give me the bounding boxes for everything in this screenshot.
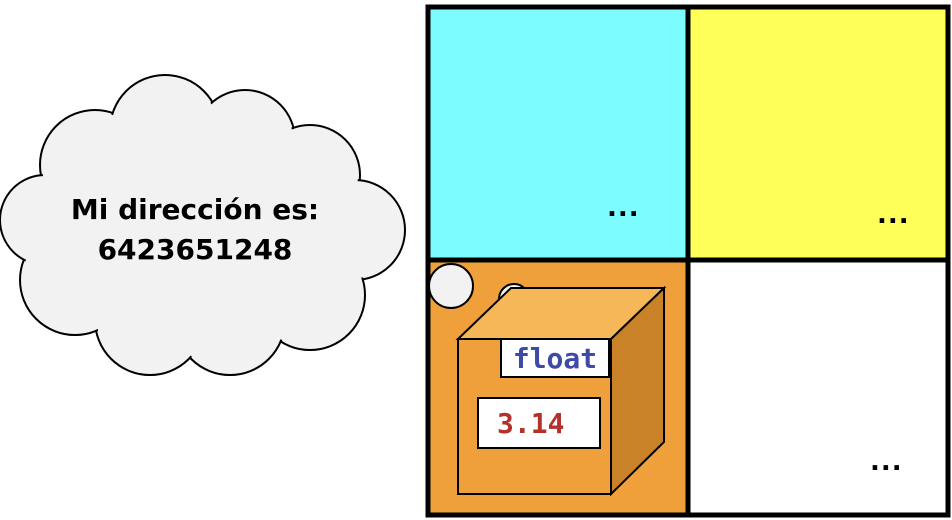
memory-cell-yellow xyxy=(688,7,948,260)
address-value: 6423651248 xyxy=(97,233,293,266)
cell-ellipsis-white: ... xyxy=(870,447,903,477)
cell-ellipsis-cyan: ... xyxy=(607,193,640,223)
variable-box xyxy=(455,285,667,497)
grid-lines xyxy=(425,4,951,518)
variable-value-label: 3.14 xyxy=(477,397,601,449)
cell-ellipsis-yellow: ... xyxy=(877,200,910,230)
thought-cloud xyxy=(0,74,406,376)
variable-type-label: float xyxy=(500,338,610,378)
memory-cell-cyan xyxy=(428,7,688,260)
address-label: Mi dirección es: xyxy=(70,193,320,226)
memory-cell-white xyxy=(688,260,948,515)
